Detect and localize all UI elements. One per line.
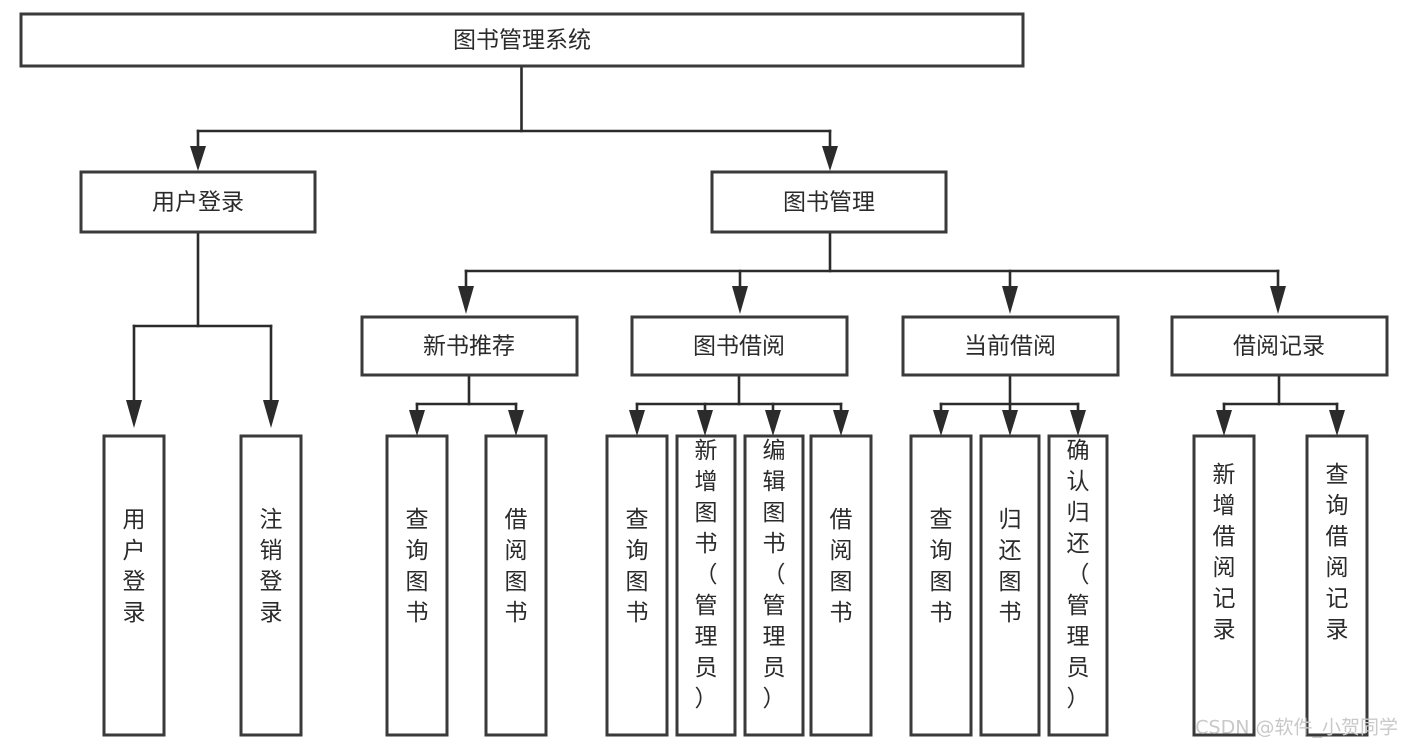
node-leaf-add-record-box[interactable] [1192,434,1256,737]
arrow-head-leaf-logout-login [263,400,279,428]
node-user-login-label: 用户登录 [152,190,244,216]
node-leaf-query-book-3-label: 查询图书 [930,507,953,626]
node-leaf-borrow-book-2-label: 借阅图书 [830,507,853,626]
node-root-label: 图书管理系统 [453,28,591,54]
arrow-head-borrow-record [1270,286,1286,314]
node-leaf-edit-book-label: 编辑图书（管理员） [763,438,786,712]
node-leaf-user-login-box[interactable] [102,434,166,737]
node-leaf-user-login[interactable]: 用户登录 [102,434,166,737]
node-new-book-recommend-label: 新书推荐 [423,334,515,360]
node-root-box[interactable] [19,12,1025,68]
node-leaf-query-book-2-box[interactable] [605,434,669,737]
node-leaf-borrow-book-2[interactable]: 借阅图书 [809,434,873,737]
node-leaf-logout-login-label: 注销登录 [260,507,283,626]
node-current-borrow[interactable]: 当前借阅 [901,315,1120,377]
node-user-login[interactable]: 用户登录 [79,170,317,234]
node-leaf-add-book[interactable]: 新增图书（管理员） [675,434,737,737]
node-leaf-query-record-box[interactable] [1305,434,1369,737]
arrow-head-book-management [822,146,838,171]
node-user-login-box[interactable] [79,170,317,234]
node-leaf-borrow-book-2-box[interactable] [809,434,873,737]
node-borrow-record-label: 借阅记录 [1233,334,1325,360]
watermark: CSDN @软件_小贺同学 [1195,717,1398,739]
node-leaf-query-book-1[interactable]: 查询图书 [385,434,449,737]
node-leaf-add-book-label: 新增图书（管理员） [695,438,718,712]
arrow-head-leaf-query-record [1329,410,1345,436]
node-current-borrow-box[interactable] [901,315,1120,377]
node-leaf-query-record-label: 查询借阅记录 [1326,462,1349,643]
arrow-head-new-book-recommend [458,286,474,314]
arrow-head-user-login [190,146,206,171]
arrow-head-book-borrow [732,286,748,314]
node-leaf-add-record-label: 新增借阅记录 [1213,462,1236,643]
node-borrow-record-box[interactable] [1170,315,1389,377]
arrow-head-leaf-query-book-2 [629,410,645,436]
node-current-borrow-label: 当前借阅 [964,334,1056,360]
arrow-head-leaf-user-login [126,400,142,428]
node-leaf-borrow-book-1[interactable]: 借阅图书 [484,434,548,737]
node-book-borrow[interactable]: 图书借阅 [630,315,849,377]
node-leaf-borrow-book-1-label: 借阅图书 [505,507,528,626]
node-leaf-logout-login[interactable]: 注销登录 [239,434,303,737]
node-leaf-edit-book[interactable]: 编辑图书（管理员） [743,434,805,737]
node-book-borrow-label: 图书借阅 [693,334,785,360]
arrow-head-leaf-add-book [697,410,713,436]
node-new-book-recommend[interactable]: 新书推荐 [360,315,579,377]
node-leaf-return-book-box[interactable] [979,434,1041,737]
node-book-management-label: 图书管理 [783,190,875,216]
node-leaf-query-book-1-box[interactable] [385,434,449,737]
node-leaf-query-book-1-label: 查询图书 [406,507,429,626]
node-book-management[interactable]: 图书管理 [710,170,948,234]
node-borrow-record[interactable]: 借阅记录 [1170,315,1389,377]
node-new-book-recommend-box[interactable] [360,315,579,377]
connector-layer [126,64,1345,436]
node-leaf-confirm-return-box[interactable] [1047,434,1109,737]
arrow-head-leaf-confirm-return [1070,410,1086,436]
node-leaf-return-book-label: 归还图书 [999,507,1022,626]
node-leaf-query-book-3-box[interactable] [909,434,973,737]
node-leaf-query-book-3[interactable]: 查询图书 [909,434,973,737]
arrow-head-leaf-add-record [1216,410,1232,436]
node-book-management-box[interactable] [710,170,948,234]
node-leaf-add-record[interactable]: 新增借阅记录 [1192,434,1256,737]
arrow-head-current-borrow [1002,286,1018,314]
node-leaf-logout-login-box[interactable] [239,434,303,737]
arrow-head-leaf-return-book [1002,410,1018,436]
node-leaf-add-book-box[interactable] [675,434,737,737]
arrow-head-leaf-borrow-book-1 [508,410,524,436]
node-leaf-query-record[interactable]: 查询借阅记录 [1305,434,1369,737]
node-leaf-confirm-return[interactable]: 确认归还（管理员） [1047,434,1109,737]
node-book-borrow-box[interactable] [630,315,849,377]
arrow-head-leaf-query-book-3 [933,410,949,436]
node-leaf-return-book[interactable]: 归还图书 [979,434,1041,737]
node-leaf-borrow-book-1-box[interactable] [484,434,548,737]
node-leaf-query-book-2[interactable]: 查询图书 [605,434,669,737]
node-leaf-user-login-label: 用户登录 [123,507,146,626]
arrow-head-leaf-query-book-1 [409,410,425,436]
node-leaf-confirm-return-label: 确认归还（管理员） [1067,438,1090,712]
arrow-head-leaf-borrow-book-2 [833,410,849,436]
node-leaf-edit-book-box[interactable] [743,434,805,737]
node-leaf-query-book-2-label: 查询图书 [626,507,649,626]
node-root[interactable]: 图书管理系统 [19,12,1025,68]
arrow-head-leaf-edit-book [765,410,781,436]
